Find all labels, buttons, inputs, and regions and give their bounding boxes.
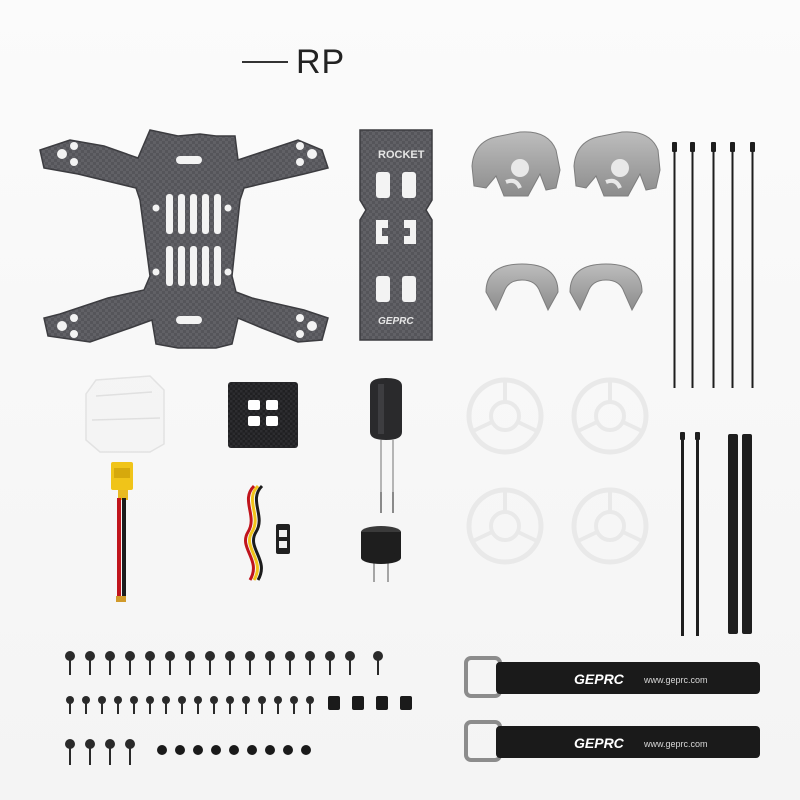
capacitor	[370, 378, 402, 513]
buzzer	[361, 526, 401, 582]
camera-side-bracket-left	[485, 263, 559, 312]
prop-guard-4	[571, 487, 649, 565]
strap-1-brand: GEPRC	[574, 671, 625, 687]
battery-strap-1: GEPRC www.geprc.com	[464, 656, 760, 698]
top-plate-logo: GEPRC	[378, 316, 414, 327]
antenna-tubes	[680, 432, 752, 636]
camera-mount-left	[471, 131, 561, 197]
zip-ties	[672, 142, 755, 388]
strap-2-url: www.geprc.com	[643, 739, 708, 749]
caption-dash	[242, 61, 288, 63]
camera-mount-right	[573, 131, 661, 197]
strap-2-brand: GEPRC	[574, 735, 625, 751]
frame-top-plate: ROCKET GEPRC	[359, 129, 433, 341]
frame-bottom-plate	[39, 129, 329, 349]
prop-guard-2	[571, 377, 649, 455]
prop-guard-3	[466, 487, 544, 565]
small-carbon-plate	[228, 382, 298, 448]
prop-guard-1	[466, 377, 544, 455]
top-plate-text: ROCKET	[378, 149, 425, 161]
camera-side-bracket-right	[569, 263, 643, 312]
caption-text: RP	[296, 42, 346, 81]
strap-1-url: www.geprc.com	[643, 675, 708, 685]
caption: RP	[242, 40, 345, 84]
screw-set	[65, 651, 412, 765]
xt30-pigtail	[111, 462, 133, 602]
wire-harness	[244, 484, 290, 581]
battery-strap-2: GEPRC www.geprc.com	[464, 720, 760, 762]
tpu-camera-cover	[85, 375, 165, 453]
